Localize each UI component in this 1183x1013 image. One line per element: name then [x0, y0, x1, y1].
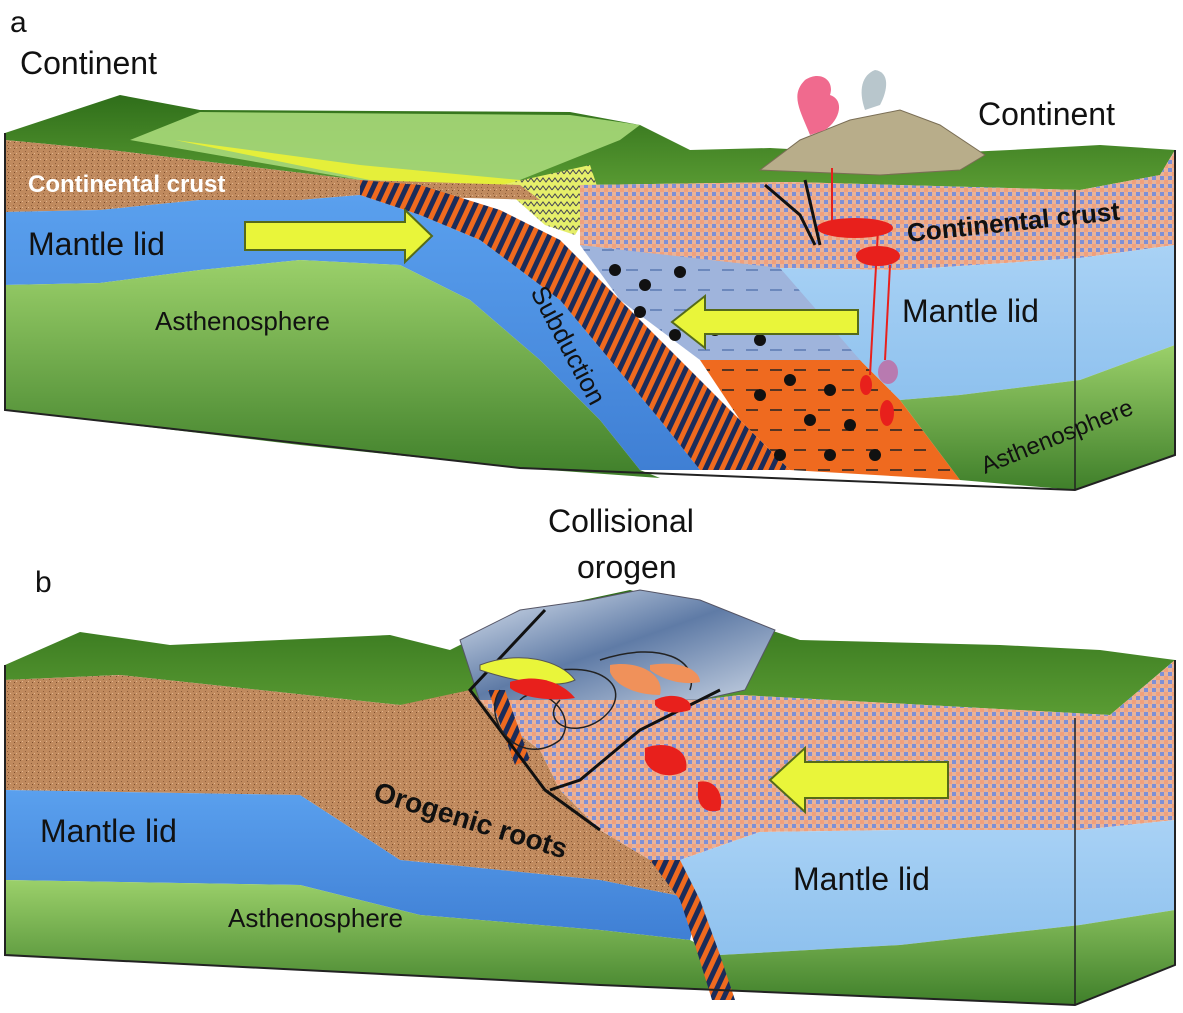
mantle-lid-right [780, 245, 1175, 400]
label-asthenosphere-b: Asthenosphere [228, 903, 403, 933]
asthenosphere-right [900, 345, 1175, 490]
mantle-lid-left-b [5, 790, 700, 940]
sediment-wedge [500, 165, 600, 235]
label-continent-right: Continent [978, 96, 1115, 132]
arrow-left-b [768, 745, 949, 815]
panel-b: b Collisional orogen Mantle lid Orogenic… [4, 503, 1176, 1007]
label-mantle-lid-left-a: Mantle lid [28, 226, 165, 262]
melt-pocket-1 [860, 375, 872, 395]
melt-pocket-2 [880, 400, 894, 426]
label-mantle-lid-right-a: Mantle lid [902, 293, 1039, 329]
block-outline-a [4, 133, 1176, 492]
mantle-lid-left [5, 195, 700, 470]
asthenosphere-b [5, 880, 1175, 1005]
orogen-mountain [459, 589, 776, 703]
continental-crust-right [580, 150, 1175, 270]
volcano [758, 109, 986, 176]
panel-a: a Continent Continent Continental crust … [4, 6, 1176, 492]
label-orogen: orogen [577, 549, 677, 585]
continental-crust-left-b [5, 675, 700, 900]
sediment-yellow-layer [175, 140, 545, 188]
fold-body-red [510, 678, 575, 700]
asthenosphere-left [5, 260, 660, 478]
pluton-2 [697, 781, 722, 812]
fault-1 [764, 183, 817, 246]
continental-crust-right-b [470, 660, 1175, 860]
ash-plume-pink [797, 75, 840, 135]
melt-zone [700, 360, 960, 480]
label-asthenosphere-left-a: Asthenosphere [155, 306, 330, 336]
magma-chamber-lower [856, 246, 900, 266]
label-continental-crust-left: Continental crust [28, 171, 225, 198]
magma-chamber-upper [817, 218, 893, 238]
pluton-1 [645, 744, 687, 776]
fold-body-orange-1 [610, 664, 661, 695]
sediment-basin-top [130, 112, 640, 180]
mantle-lid-right-b [680, 820, 1175, 955]
ash-plume-grey [861, 70, 887, 110]
panel-a-letter: a [10, 6, 27, 39]
fold-body-orange-2 [650, 663, 700, 684]
suture-slab [650, 860, 735, 1000]
label-continent-left: Continent [20, 45, 157, 81]
label-collisional: Collisional [548, 503, 694, 539]
conduit-3 [884, 264, 891, 361]
label-mantle-lid-left-b: Mantle lid [40, 813, 177, 849]
fold-2 [519, 668, 617, 729]
fold-body-red-2 [655, 695, 691, 713]
panel-b-letter: b [35, 566, 52, 599]
arrow-right-a [244, 207, 434, 265]
subducting-slab [360, 180, 790, 470]
melt-pocket-purple [878, 360, 898, 384]
fault-2 [803, 179, 822, 246]
fold-body-yellow [479, 657, 576, 685]
label-mantle-lid-right-b: Mantle lid [793, 861, 930, 897]
block-outline-b [4, 660, 1176, 1007]
arrow-left-a [670, 293, 859, 351]
suture-fault [468, 608, 601, 832]
